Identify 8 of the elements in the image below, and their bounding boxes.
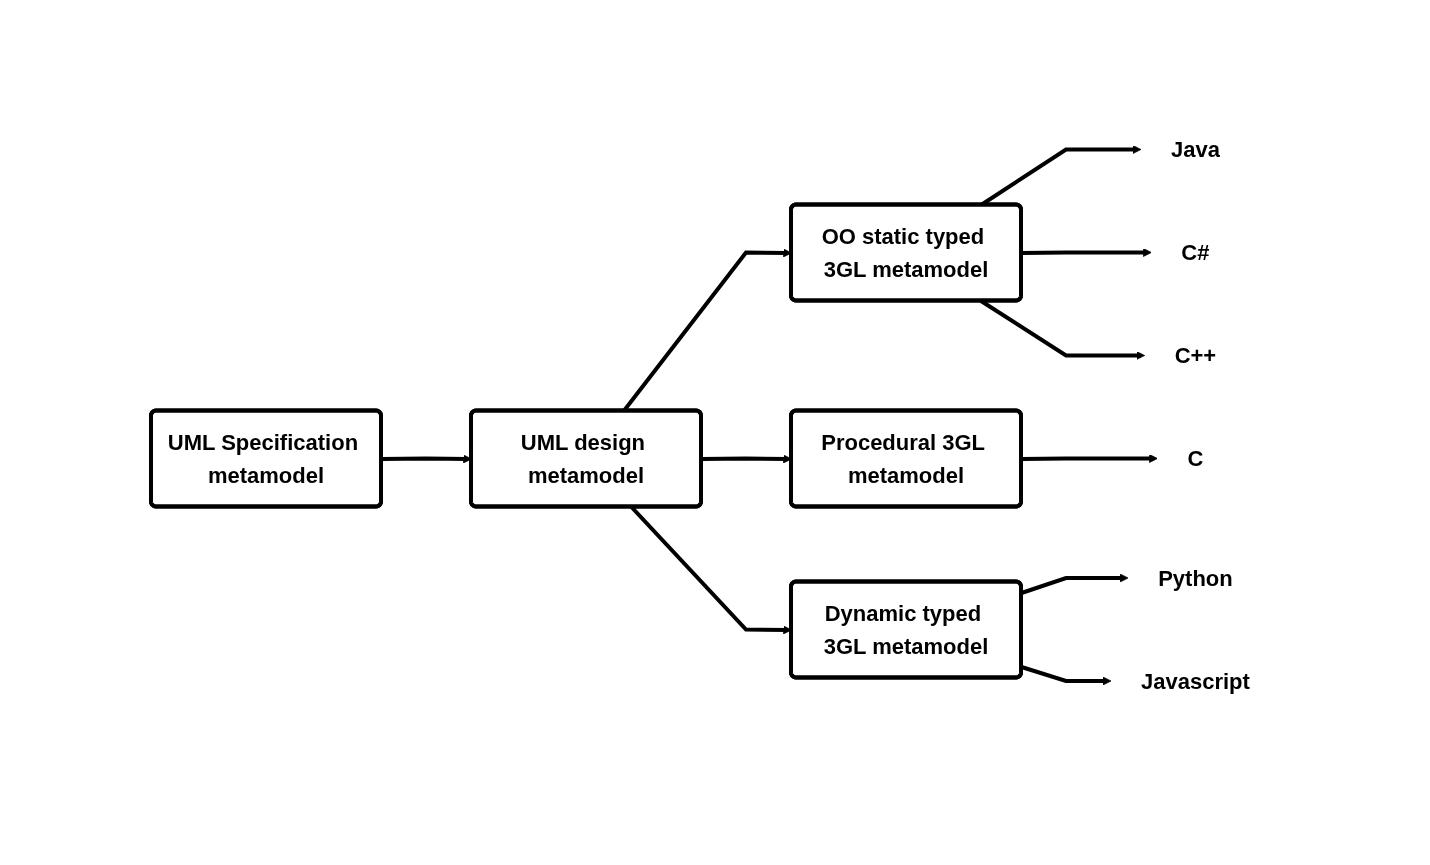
node-text: C — [1187, 445, 1203, 471]
arrow — [1021, 454, 1158, 463]
node-text: C# — [1180, 239, 1210, 265]
node-text: Java — [1170, 136, 1220, 162]
arrow — [1021, 248, 1152, 257]
node-text: Javascript — [1140, 668, 1250, 694]
node-text: Python — [1157, 565, 1233, 591]
node-text: C++ — [1174, 342, 1216, 368]
